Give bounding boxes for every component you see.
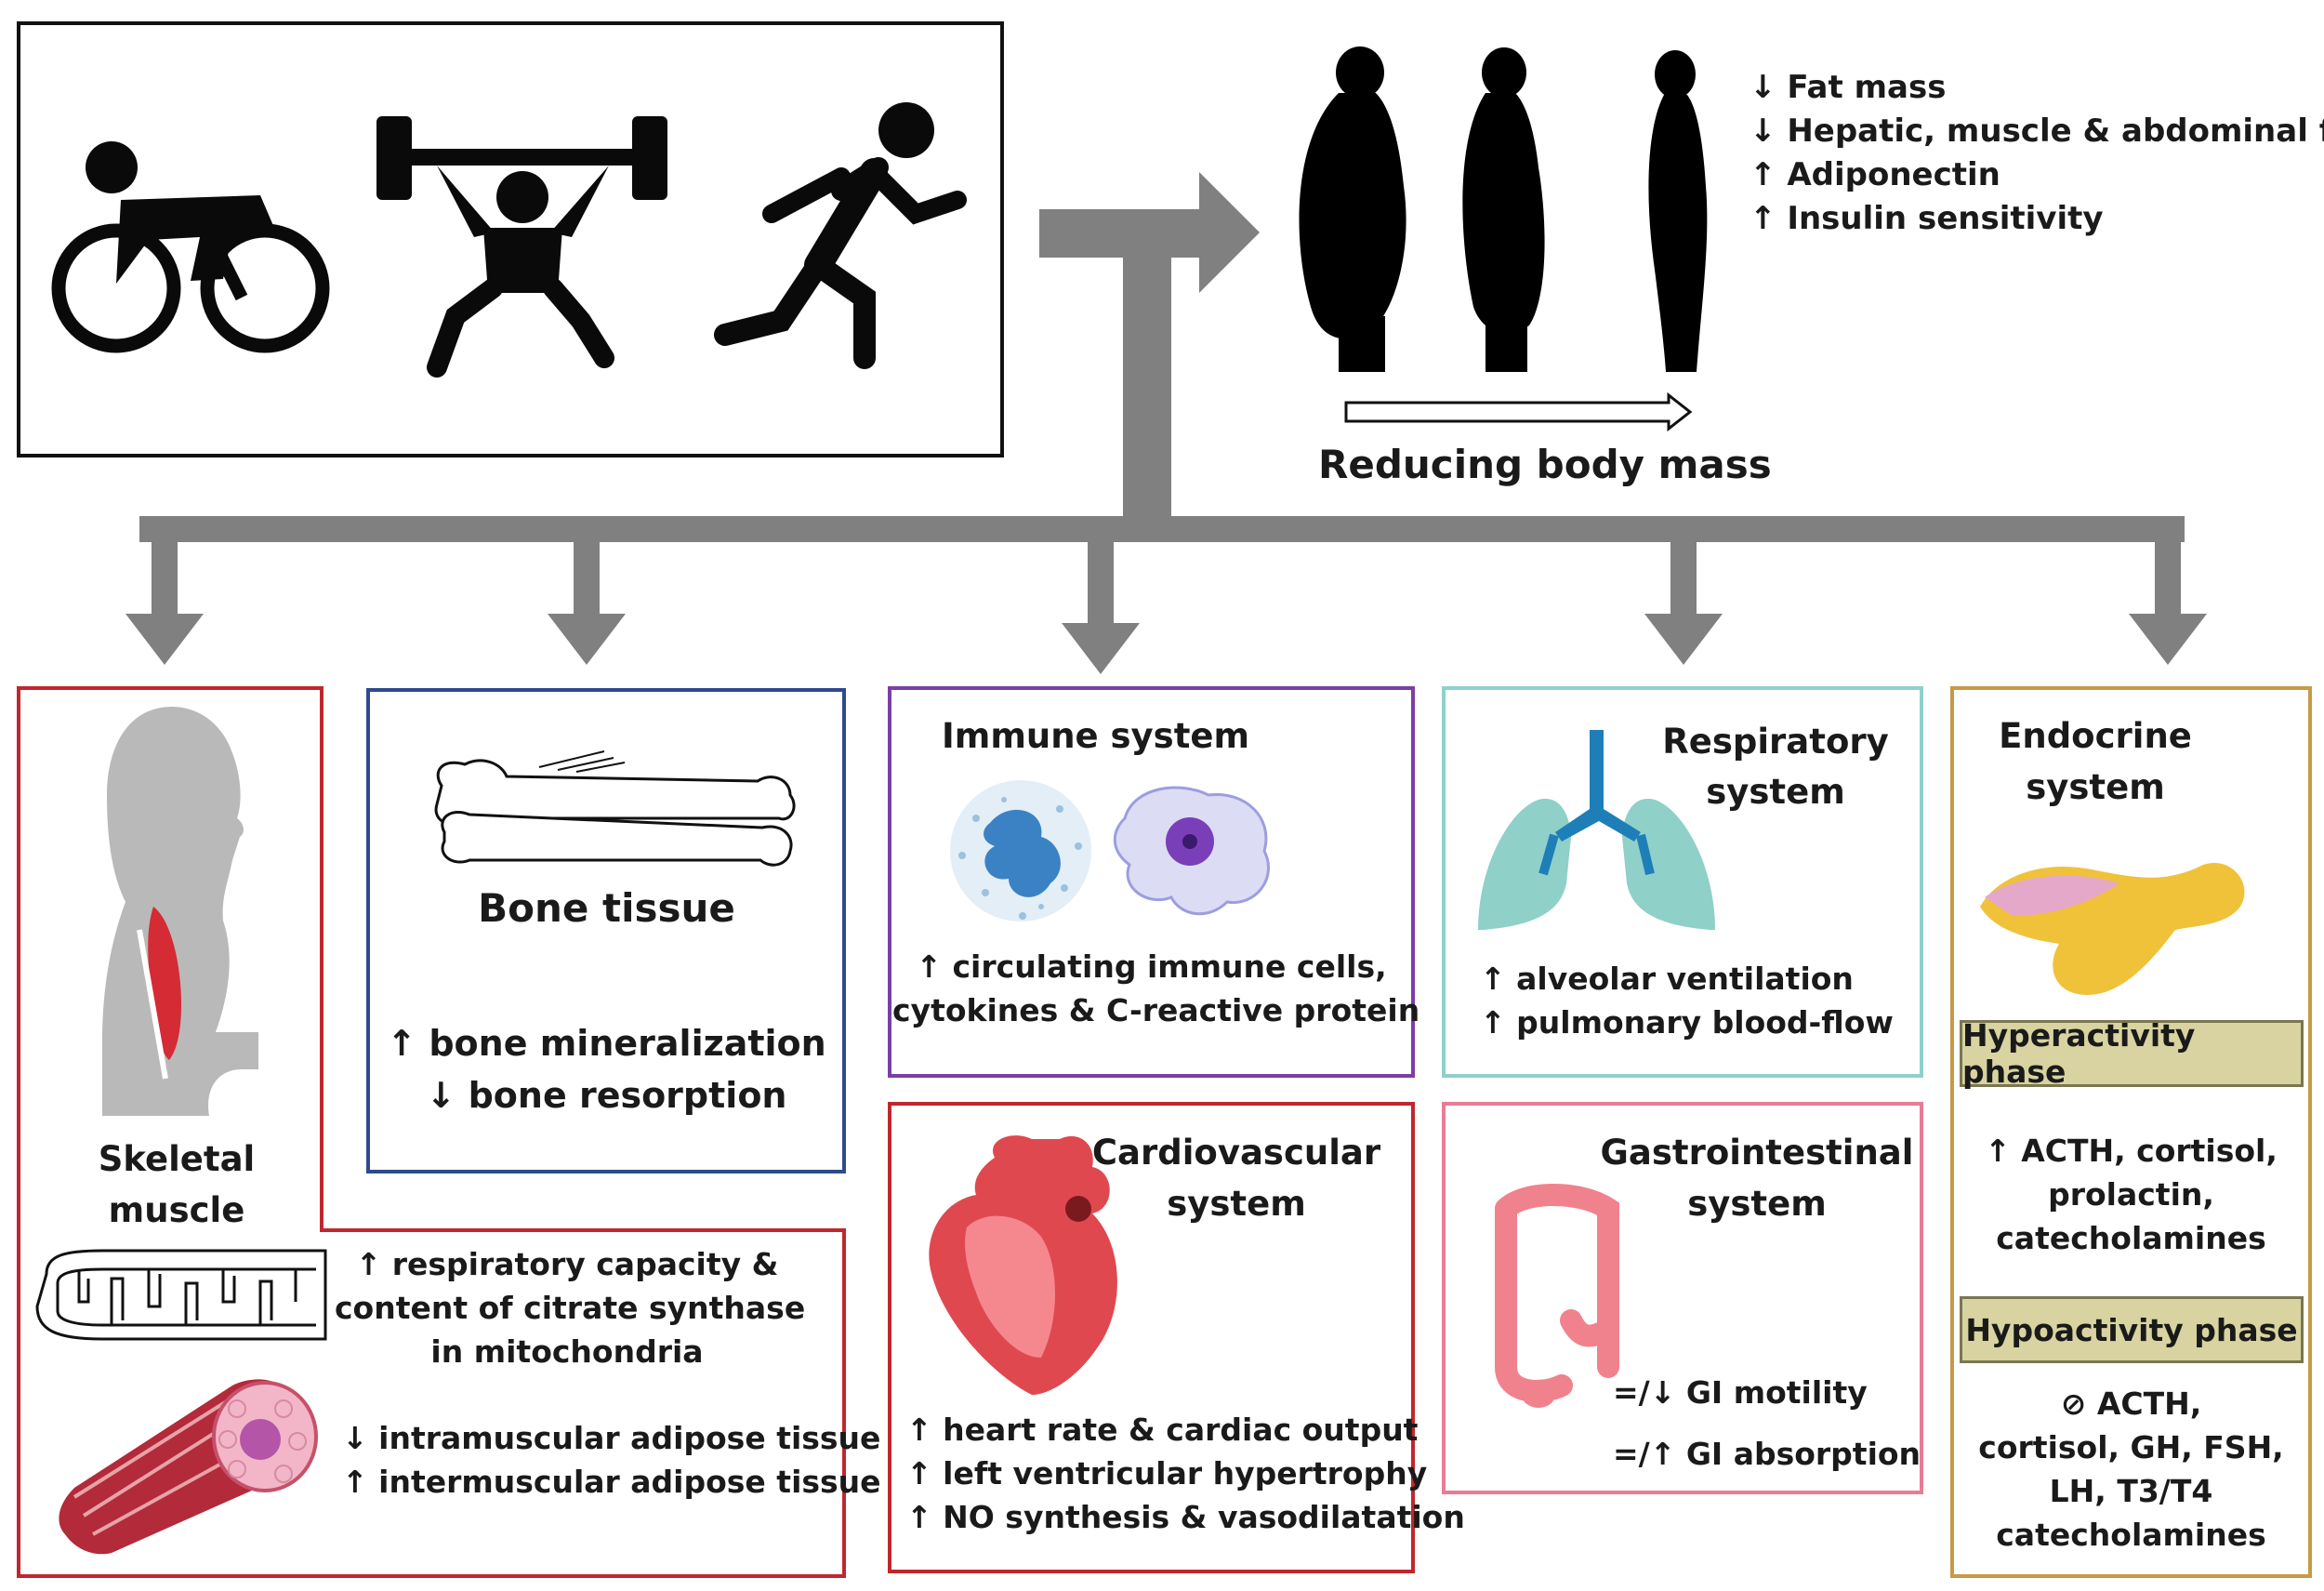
cardio-effect-2: ↑ left ventricular hypertrophy — [906, 1455, 1428, 1492]
main-arrow — [1039, 172, 1260, 530]
hyper-effect-3: catecholamines — [1996, 1220, 2266, 1256]
cardio-effect-3: ↑ NO synthesis & vasodilatation — [906, 1499, 1465, 1535]
body-mass-effect-2: ↓ Hepatic, muscle & abdominal fat — [1750, 113, 2324, 150]
hypo-effect-2: cortisol, GH, FSH, — [1978, 1429, 2284, 1465]
hyperactivity-phase-label: Hyperactivity phase — [1960, 1017, 2304, 1090]
body-mass-effect-3: ↑ Adiponectin — [1750, 156, 2000, 193]
reduction-arrow — [1344, 391, 1693, 432]
gi-title-line-2: system — [1687, 1184, 1827, 1224]
bone-panel-border — [366, 688, 846, 1173]
macrophage-icon — [1113, 786, 1270, 916]
cardio-title-line-2: system — [1167, 1184, 1306, 1224]
hypo-effect-1: ⊘ ACTH, — [2060, 1385, 2202, 1422]
hypoactivity-phase-label: Hypoactivity phase — [1960, 1296, 2304, 1363]
hyper-effect-1: ↑ ACTH, cortisol, — [1985, 1133, 2278, 1169]
cardio-title-line-1: Cardiovascular — [1091, 1133, 1381, 1173]
body-mass-effect-1: ↓ Fat mass — [1750, 69, 1947, 106]
bone-effect-1: ↑ bone mineralization — [387, 1023, 826, 1064]
woman-silhouette-icon — [102, 707, 258, 1116]
skeletal-panel-border — [17, 686, 846, 1578]
runner-icon — [714, 102, 967, 369]
overweight-silhouette-icon — [1462, 47, 1545, 372]
gi-panel-border — [1442, 1102, 1923, 1494]
gi-title-line-1: Gastrointestinal — [1600, 1133, 1914, 1173]
cardio-effect-1: ↑ heart rate & cardiac output — [906, 1412, 1419, 1448]
neutrophil-icon — [950, 780, 1091, 921]
gi-effect-2: =/↑ GI absorption — [1613, 1436, 1921, 1472]
obese-silhouette-icon — [1299, 46, 1406, 372]
bone-effect-2: ↓ bone resorption — [426, 1075, 787, 1116]
distribution-arrows — [125, 516, 2207, 674]
body-mass-effect-4: ↑ Insulin sensitivity — [1750, 200, 2104, 237]
bone-title: Bone tissue — [478, 885, 735, 931]
slim-silhouette-icon — [1648, 50, 1708, 372]
body-mass-label: Reducing body mass — [1318, 442, 1772, 487]
cardio-panel-border — [888, 1102, 1415, 1573]
lungs-icon — [1478, 730, 1715, 930]
intestine-icon — [1495, 1184, 1619, 1402]
respiratory-title-line-2: system — [1706, 772, 1845, 812]
respiratory-title-line-1: Respiratory — [1662, 722, 1889, 762]
skeletal-effect-b-1: ↓ intramuscular adipose tissue — [342, 1420, 881, 1456]
endocrine-panel-border — [1950, 686, 2312, 1578]
muscle-fiber-icon — [59, 1379, 318, 1555]
cyclist-icon — [51, 141, 330, 353]
skeletal-effect-a-1: ↑ respiratory capacity & — [355, 1246, 779, 1282]
endocrine-title-line-1: Endocrine — [1999, 716, 2192, 756]
respiratory-panel-border — [1442, 686, 1923, 1078]
immune-effect-2: cytokines & C-reactive protein — [892, 992, 1420, 1028]
heart-icon — [929, 1135, 1117, 1395]
intestine-end-icon — [1522, 1382, 1555, 1408]
skeletal-effect-a-3: in mitochondria — [430, 1333, 704, 1370]
hypo-effect-4: catecholamines — [1996, 1517, 2266, 1553]
immune-title: Immune system — [942, 716, 1250, 756]
endocrine-title-line-2: system — [2026, 767, 2165, 807]
respiratory-effect-2: ↑ pulmonary blood-flow — [1480, 1004, 1894, 1041]
bone-icon — [434, 750, 796, 867]
hyper-effect-2: prolactin, — [2048, 1176, 2214, 1213]
skeletal-title-line-2: muscle — [108, 1190, 245, 1230]
mitochondrion-icon — [35, 1249, 327, 1341]
weightlifter-icon — [376, 116, 667, 378]
immune-effect-1: ↑ circulating immune cells, — [916, 948, 1387, 985]
gi-effect-1: =/↓ GI motility — [1613, 1374, 1868, 1411]
pancreas-icon — [1980, 863, 2245, 995]
skeletal-effect-b-2: ↑ intermuscular adipose tissue — [342, 1464, 881, 1500]
respiratory-effect-1: ↑ alveolar ventilation — [1480, 961, 1854, 997]
hypo-effect-3: LH, T3/T4 — [2049, 1473, 2213, 1509]
immune-panel-border — [888, 686, 1415, 1078]
skeletal-title-line-1: Skeletal — [98, 1139, 256, 1179]
skeletal-effect-a-2: content of citrate synthase — [335, 1290, 806, 1326]
